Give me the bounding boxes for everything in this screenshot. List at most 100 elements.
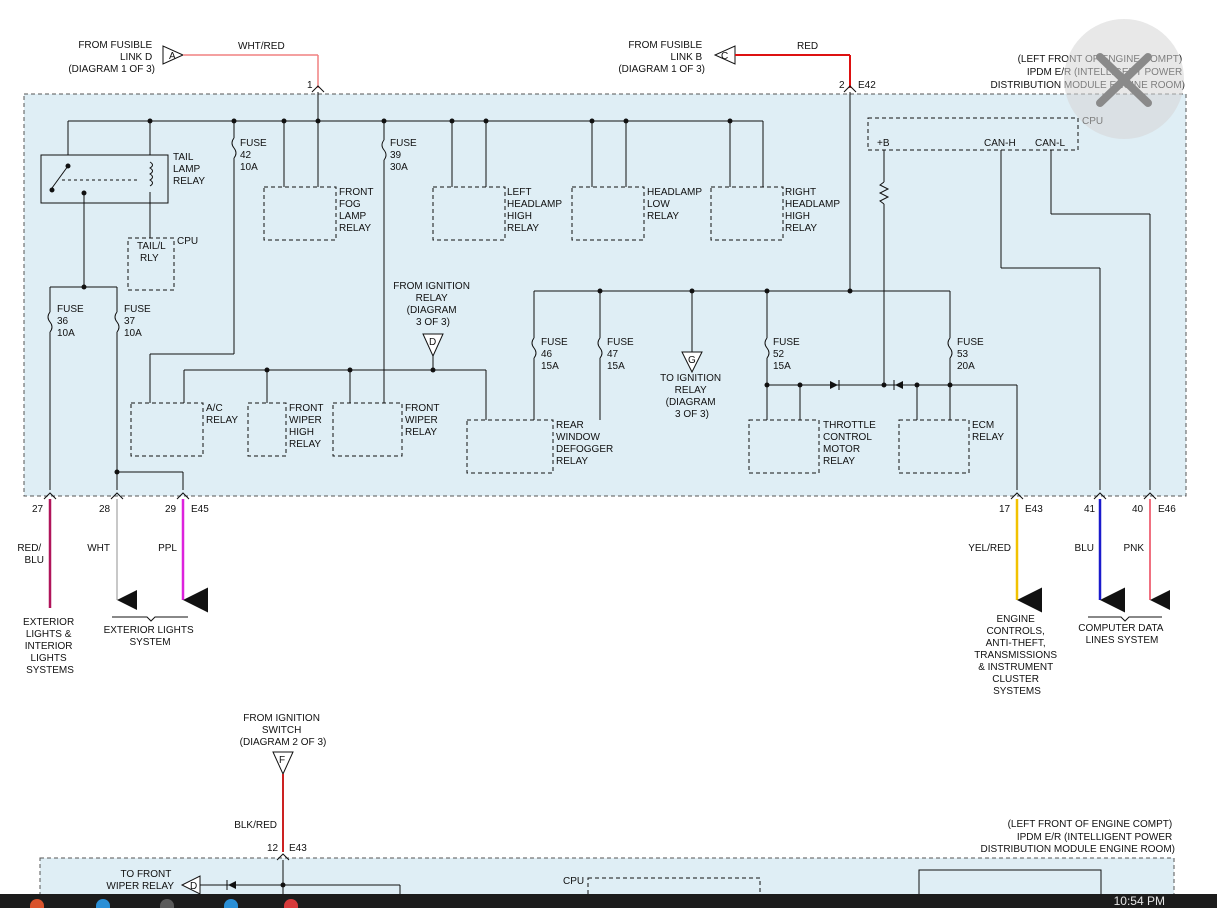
connector-badge-d: D xyxy=(422,333,444,358)
throttle-control-motor-relay-label: THROTTLE CONTROL MOTOR RELAY xyxy=(823,420,879,467)
wire-label-wht-red: WHT/RED xyxy=(238,41,285,52)
fuse-39-label: FUSE 39 30A xyxy=(390,138,419,173)
pin-27: 27 xyxy=(32,504,44,515)
wire-label-pnk: PNK xyxy=(1123,543,1144,554)
front-wiper-high-relay-label: FRONT WIPER HIGH RELAY xyxy=(289,403,326,450)
front-wiper-high-relay-box xyxy=(247,402,287,457)
ipdm-module-box xyxy=(23,93,1187,497)
front-wiper-relay-label: FRONT WIPER RELAY xyxy=(405,403,442,438)
pin-2-connector xyxy=(843,85,857,93)
fuse-46-label: FUSE 46 15A xyxy=(541,337,570,372)
bottom-pin-connectors xyxy=(43,492,1157,500)
wire-label-ppl: PPL xyxy=(158,543,177,554)
fuse-52-label: FUSE 52 15A xyxy=(773,337,802,372)
ecm-relay-label: ECM RELAY xyxy=(972,420,1004,443)
fuse-42-label: FUSE 42 10A xyxy=(240,138,269,173)
pin-40: 40 xyxy=(1132,504,1144,515)
cpu-canh-label: CAN-H xyxy=(984,138,1016,149)
module-title-2: (LEFT FRONT OF ENGINE COMPT) IPDM E/R (I… xyxy=(981,819,1175,855)
rear-defogger-relay-box xyxy=(466,419,554,474)
svg-text:D: D xyxy=(429,337,436,348)
taskbar-clock[interactable]: 10:54 PM xyxy=(1113,894,1165,908)
connector-badge-c: C xyxy=(713,45,736,65)
pin-2: 2 xyxy=(839,80,845,91)
tail-lamp-relay-box xyxy=(40,154,169,204)
connector-badge-g: G xyxy=(681,351,703,374)
second-section-wires xyxy=(200,860,401,894)
ac-relay-label: A/C RELAY xyxy=(206,403,238,426)
app-icon-5[interactable] xyxy=(284,899,298,908)
app-icon-2[interactable] xyxy=(96,899,110,908)
pin-12: 12 xyxy=(267,843,279,854)
connector-badge-d-2: D xyxy=(180,875,201,895)
ac-relay-box xyxy=(130,402,204,457)
front-fog-relay-label: FRONT FOG LAMP RELAY xyxy=(339,187,376,234)
pin-1-connector xyxy=(311,85,325,93)
tail-cpu-label: CPU xyxy=(177,236,198,247)
diode-left xyxy=(830,380,840,390)
right-headlamp-high-relay-box xyxy=(710,186,784,241)
wire-label-blu: BLU xyxy=(1075,543,1094,554)
cpu-wires xyxy=(878,150,1151,490)
from-ignition-relay-label: FROM IGNITION RELAY (DIAGRAM 3 OF 3) xyxy=(393,281,472,328)
exterior-lights-bracket xyxy=(112,616,188,622)
right-headlamp-high-relay-label: RIGHT HEADLAMP HIGH RELAY xyxy=(785,187,843,234)
svg-text:A: A xyxy=(169,51,176,62)
exterior-branch-wires xyxy=(47,193,184,490)
pin-28: 28 xyxy=(99,504,111,515)
wire-label-red: RED xyxy=(797,41,818,52)
ecm-relay-box xyxy=(898,419,970,474)
fog-relay-wires xyxy=(283,121,319,187)
destination-exterior-lights: EXTERIOR LIGHTS SYSTEM xyxy=(104,625,197,648)
close-icon xyxy=(1096,53,1152,107)
to-front-wiper-relay-label: TO FRONT WIPER RELAY xyxy=(106,869,174,892)
tail-l-rly-label: TAIL/L RLY xyxy=(137,241,168,264)
ipdm-module-box-2 xyxy=(39,857,1175,899)
cpu-block xyxy=(867,117,1079,151)
ignition-bus-wires xyxy=(183,356,487,420)
fuse-39-wires xyxy=(381,121,387,403)
hl-low-wires xyxy=(591,121,627,187)
source-link-b-label: FROM FUSIBLE LINK B (DIAGRAM 1 OF 3) xyxy=(618,40,705,75)
data-lines-bracket xyxy=(1088,616,1162,622)
pin-12-connector xyxy=(276,853,290,861)
pin-41: 41 xyxy=(1084,504,1096,515)
diode-right xyxy=(893,380,903,390)
destination-engine-controls: ENGINE CONTROLS, ANTI-THEFT, TRANSMISSIO… xyxy=(974,614,1060,697)
source-link-d-label: FROM FUSIBLE LINK D (DIAGRAM 1 OF 3) xyxy=(68,40,155,75)
fuse-47-label: FUSE 47 15A xyxy=(607,337,636,372)
svg-text:C: C xyxy=(721,51,728,62)
pin-1: 1 xyxy=(307,80,313,91)
connector-e43-2: E43 xyxy=(289,843,307,854)
tail-lamp-relay-label: TAIL LAMP RELAY xyxy=(173,152,205,187)
fuse-53-label: FUSE 53 20A xyxy=(957,337,986,372)
pin-29: 29 xyxy=(165,504,177,515)
to-ignition-relay-label: TO IGNITION RELAY (DIAGRAM 3 OF 3) xyxy=(660,373,724,420)
wire-label-wht: WHT xyxy=(87,543,110,554)
app-icon-4[interactable] xyxy=(224,899,238,908)
front-fog-relay-box xyxy=(263,186,337,241)
fuse-37-label: FUSE 37 10A xyxy=(124,304,153,339)
app-icon-1[interactable] xyxy=(30,899,44,908)
svg-text:F: F xyxy=(279,755,285,766)
destination-exterior-interior: EXTERIOR LIGHTS & INTERIOR LIGHTS SYSTEM… xyxy=(23,617,77,676)
connector-e46: E46 xyxy=(1158,504,1176,515)
rear-defogger-relay-label: REAR WINDOW DEFOGGER RELAY xyxy=(556,420,616,467)
connector-e45: E45 xyxy=(191,504,209,515)
destination-computer-data-lines: COMPUTER DATA LINES SYSTEM xyxy=(1078,623,1165,646)
from-ignition-switch-label: FROM IGNITION SWITCH (DIAGRAM 2 OF 3) xyxy=(240,713,327,748)
cpu-canl-label: CAN-L xyxy=(1035,138,1065,149)
fuse-36-label: FUSE 36 10A xyxy=(57,304,86,339)
app-icon-3[interactable] xyxy=(160,899,174,908)
cpu-b-label: +B xyxy=(877,138,890,149)
headlamp-low-relay-box xyxy=(571,186,645,241)
wire-label-yel-red: YEL/RED xyxy=(968,543,1011,554)
svg-text:G: G xyxy=(688,355,696,366)
close-overlay-button[interactable] xyxy=(1064,19,1184,139)
left-headlamp-high-relay-box xyxy=(432,186,506,241)
taskbar: 10:54 PM xyxy=(0,894,1217,908)
mid-bus-junctions xyxy=(597,288,853,294)
connector-badge-f: F xyxy=(272,751,294,776)
mid-bus-wires xyxy=(531,92,953,420)
